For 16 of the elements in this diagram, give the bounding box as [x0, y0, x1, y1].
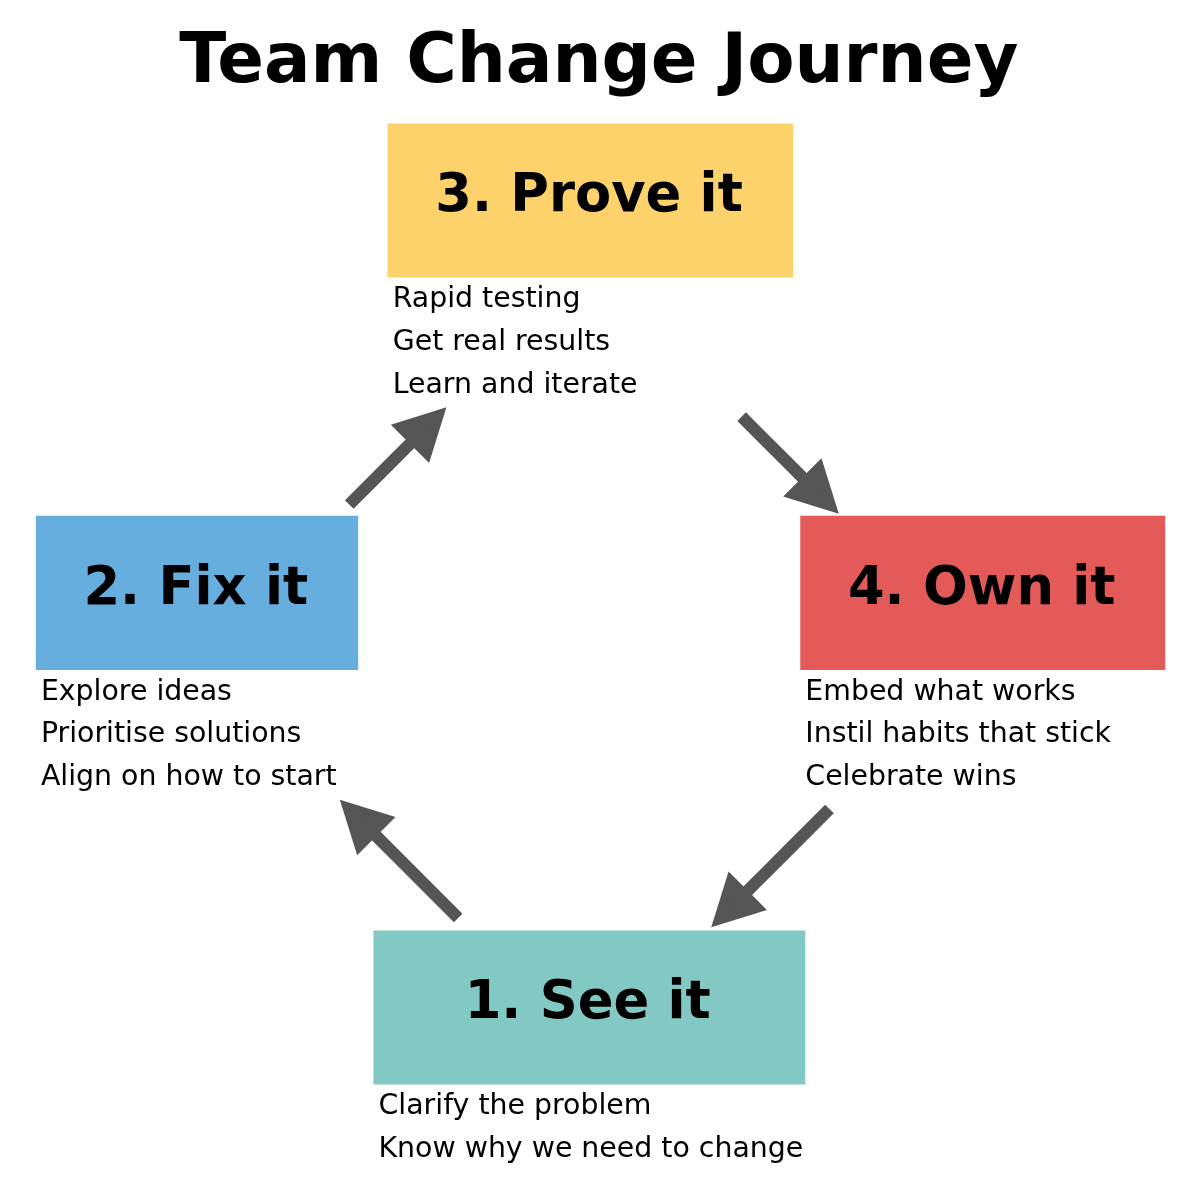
- node-label: Rapid testing: [392, 280, 581, 314]
- node-label: Instil habits that stick: [805, 715, 1112, 749]
- node-label: Know why we need to change: [378, 1130, 804, 1164]
- node-label: Explore ideas: [40, 673, 232, 707]
- node-label: Clarify the problem: [378, 1087, 652, 1121]
- node-label: Celebrate wins: [805, 758, 1017, 792]
- node-label: Prioritise solutions: [40, 715, 302, 749]
- diagram-title: Team Change Journey: [179, 17, 1019, 98]
- arrow: [737, 411, 839, 514]
- arrow: [711, 804, 834, 927]
- arrow: [344, 406, 447, 509]
- node-label: Embed what works: [805, 673, 1076, 707]
- node-label: Learn and iterate: [392, 366, 638, 400]
- node-label: Align on how to start: [40, 758, 337, 792]
- node-label: Get real results: [392, 323, 611, 357]
- arrow: [339, 799, 463, 922]
